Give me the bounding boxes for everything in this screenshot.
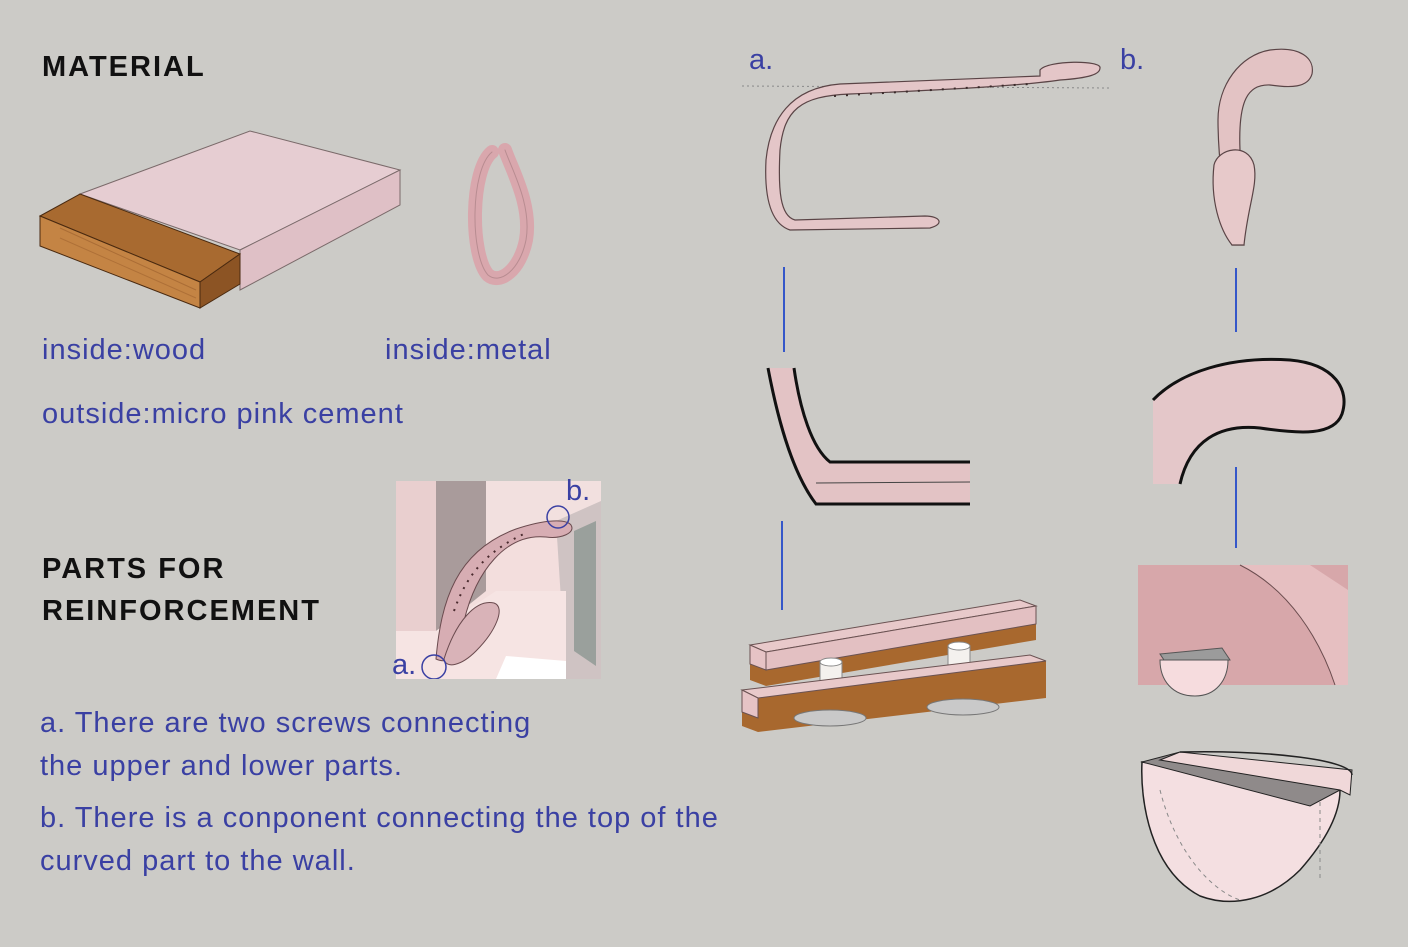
screw-plates-a: [742, 600, 1046, 732]
curved-part-profile-a: [742, 62, 1110, 230]
hemisphere-component-b: [1142, 752, 1352, 902]
curved-part-zoom-b: [1153, 359, 1344, 484]
wall-connector-b: [1138, 565, 1348, 696]
curved-part-profile-b: [1213, 49, 1312, 245]
curved-part-zoom-a: [768, 368, 970, 504]
